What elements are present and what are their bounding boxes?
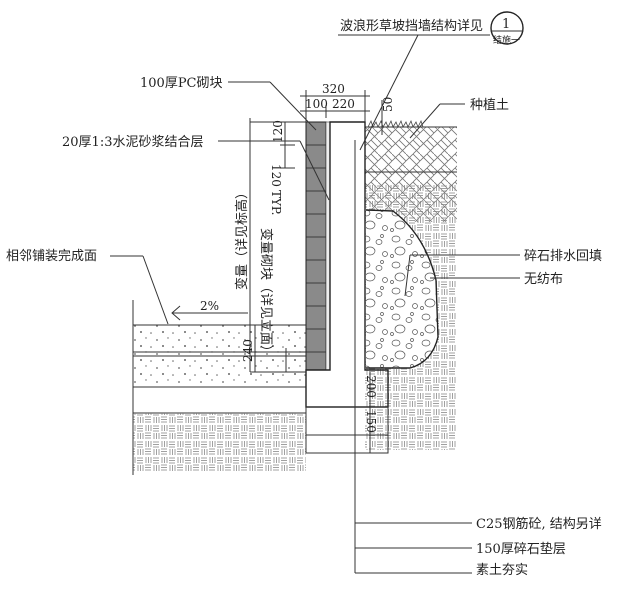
sheet-ref: 结施一 xyxy=(493,34,520,46)
dim-320: 320 xyxy=(322,82,345,96)
dim-120-b: 120 xyxy=(269,164,283,187)
variable-blocks-label: 变量砌块（详见立面） xyxy=(258,228,274,358)
mortar-label: 20厚1:3水泥砂浆结合层 xyxy=(62,135,203,150)
pc-block-column xyxy=(305,121,331,371)
adjacent-paving-label: 相邻铺装完成面 xyxy=(6,249,97,264)
concrete-wall xyxy=(305,121,389,573)
dimension-lines xyxy=(249,90,383,453)
dimension-texts: 320 100 220 50 120 120 TYP. 变量（详见标高） 变量砌… xyxy=(200,82,395,433)
slope-arrow-icon xyxy=(171,305,248,321)
dim-100: 100 xyxy=(305,97,328,111)
detail-number: 1 xyxy=(502,17,510,32)
detail-reference-bubble: 1 结施一 xyxy=(490,11,524,46)
compacted-soil-label: 素土夯实 xyxy=(476,563,528,578)
grass-icon xyxy=(367,119,424,128)
slope-label: 2% xyxy=(200,299,219,313)
dim-240: 240 xyxy=(241,339,255,362)
planting-soil-label: 种植土 xyxy=(470,98,509,113)
variable-height-label: 变量（详见标高） xyxy=(234,186,250,290)
leader-lines xyxy=(110,34,520,574)
dim-200: 200 xyxy=(364,375,378,398)
dim-typ: TYP. xyxy=(269,190,283,215)
dim-120-a: 120 xyxy=(271,120,285,143)
pc-block-label: 100厚PC砌块 xyxy=(140,76,223,91)
concrete-label: C25钢筋砼, 结构另详 xyxy=(476,516,602,532)
gravel-backfill-label: 碎石排水回填 xyxy=(524,249,602,264)
dim-220: 220 xyxy=(332,97,355,111)
geotextile-label: 无纺布 xyxy=(524,272,563,287)
dim-150: 150 xyxy=(364,410,378,433)
paving-layers xyxy=(132,300,307,475)
structure-reference-label: 波浪形草坡挡墙结构详见 xyxy=(340,19,483,34)
gravel-drain-pocket xyxy=(365,209,439,369)
gravel-bed-label: 150厚碎石垫层 xyxy=(476,541,566,557)
